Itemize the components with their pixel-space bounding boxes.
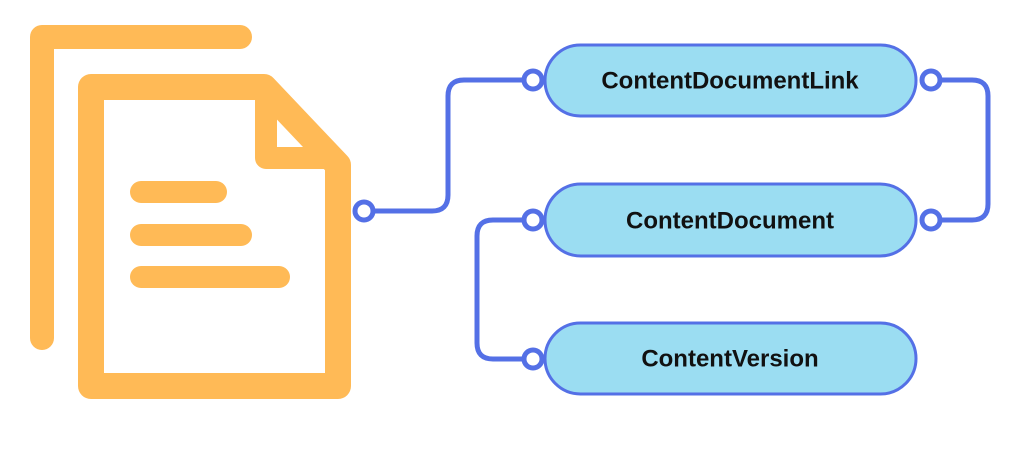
- front-file-outline: [78, 74, 351, 399]
- edge-content-document-to-content-version: [474, 217, 527, 362]
- node-content-version: ContentVersion: [543, 321, 918, 396]
- node-content-document-link: ContentDocumentLink: [543, 43, 918, 118]
- node-content-document: ContentDocument: [543, 182, 918, 258]
- edge-file-to-content-document-link: [371, 77, 527, 214]
- file-copies-icon: [30, 25, 351, 399]
- endpoint-document-right: [919, 208, 943, 232]
- node-pill: [543, 182, 918, 258]
- node-label: ContentDocumentLink: [601, 68, 859, 95]
- connector-endpoints: [352, 68, 943, 371]
- connectors: [371, 77, 991, 362]
- node-label: ContentDocument: [626, 208, 834, 235]
- endpoint-link-right: [919, 68, 943, 92]
- node-pill: [543, 321, 918, 396]
- endpoint-link-left: [521, 68, 545, 92]
- edge-content-document-link-to-content-document: [937, 77, 991, 223]
- back-file-outline: [30, 25, 252, 350]
- file-corner-fold: [255, 89, 337, 169]
- node-label: ContentVersion: [641, 346, 818, 373]
- endpoint-version-left: [521, 347, 545, 371]
- node-pill: [543, 43, 918, 118]
- endpoint-document-left: [521, 208, 545, 232]
- endpoint-file: [352, 199, 376, 223]
